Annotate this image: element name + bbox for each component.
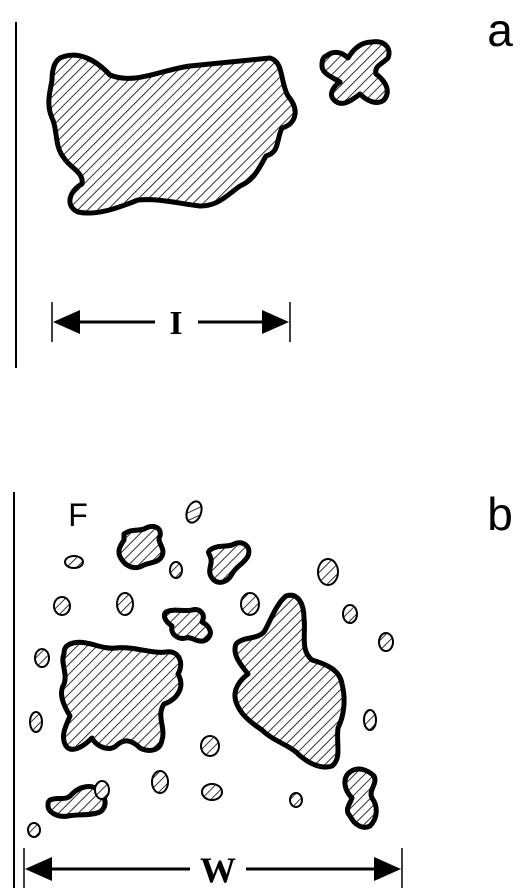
particle (169, 561, 183, 579)
panel-b-label: b (487, 488, 513, 540)
particle (27, 822, 41, 838)
particle (201, 783, 223, 801)
panel-b-grain-center (161, 607, 213, 644)
particle (200, 735, 220, 757)
particle (378, 632, 394, 652)
panel-b-particles (27, 500, 394, 838)
particle (151, 770, 169, 794)
panel-a-large-grain (46, 52, 298, 216)
panel-b-corner-label: F (68, 497, 88, 533)
particle (53, 596, 71, 616)
particle (64, 555, 84, 569)
particle (116, 592, 134, 616)
particle (185, 500, 203, 524)
panel-b-grain-bottom-left (45, 784, 108, 819)
particle (240, 592, 260, 616)
panel-b-dimension: W (23, 848, 403, 890)
panel-b-dimension-label: W (200, 850, 236, 890)
panel-a: I a (15, 4, 513, 368)
panel-a-label: a (487, 4, 513, 56)
panel-b-grain-bottom-right (342, 766, 379, 830)
panel-a-dimension: I (51, 302, 291, 342)
panel-b-large-grain-right (232, 592, 347, 770)
panel-a-dimension-label: I (169, 305, 182, 342)
particle (363, 709, 377, 731)
particle (29, 711, 43, 733)
panel-a-small-grain (319, 39, 392, 106)
particle (94, 780, 110, 800)
particle (317, 558, 339, 586)
particle (289, 792, 303, 808)
particle (342, 604, 358, 624)
panel-b: F b (13, 488, 513, 890)
panel-b-grain-top-2 (206, 540, 252, 585)
panel-b-grain-top-1 (116, 523, 166, 571)
panel-b-large-grain-left (59, 639, 184, 753)
particle (34, 648, 50, 668)
